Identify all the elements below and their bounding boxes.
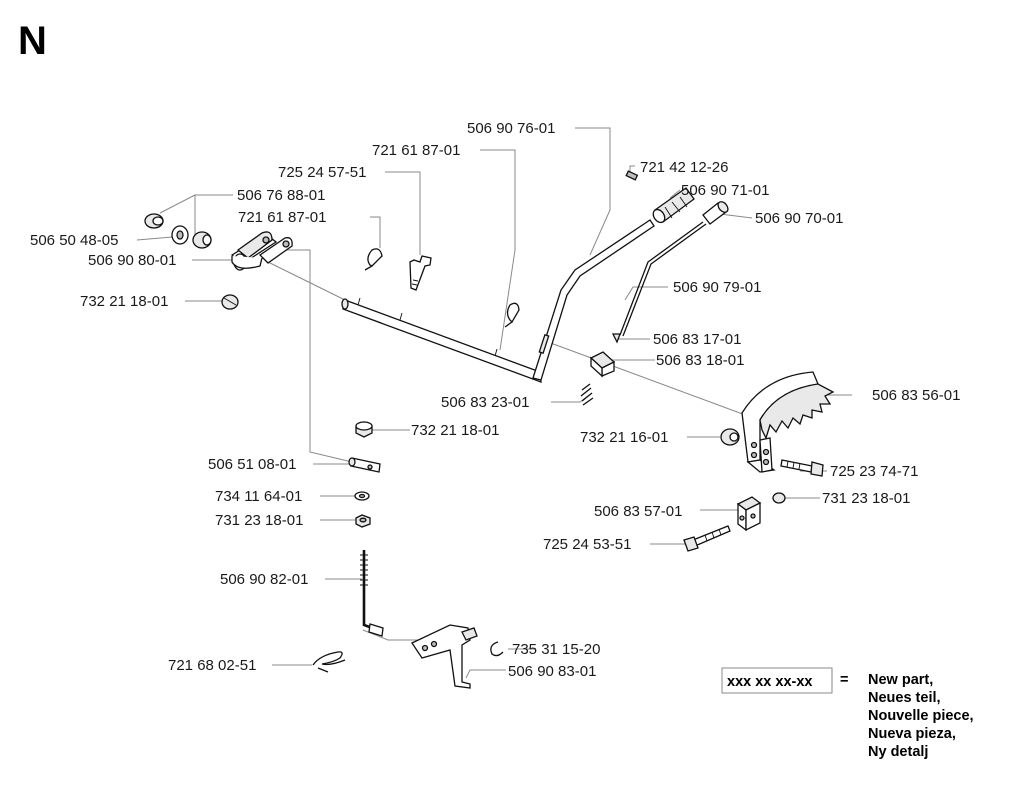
label-506-90-83-01: 506 90 83-01 [508, 663, 596, 680]
legend: xxx xx xx-xx = New part, Neues teil, Nou… [721, 667, 974, 760]
leader-lines [136, 127, 852, 679]
label-731-23-18-01-b: 731 23 18-01 [215, 512, 303, 529]
shift-rod [341, 297, 542, 383]
small-spring [580, 383, 594, 406]
legend-line-4: Nueva pieza, [868, 726, 956, 742]
label-506-50-48-05: 506 50 48-05 [30, 232, 118, 249]
clevis-pin [348, 457, 381, 473]
label-506-90-70-01: 506 90 70-01 [755, 210, 843, 227]
bolt-upper [409, 255, 432, 291]
lock-nut-left [221, 294, 239, 310]
bent-lever [532, 219, 655, 381]
legend-code: xxx xx xx-xx [727, 674, 812, 690]
spring-pin [625, 170, 639, 181]
label-506-90-79-01: 506 90 79-01 [673, 279, 761, 296]
label-721-68-02-51: 721 68 02-51 [168, 657, 256, 674]
legend-code-box [721, 667, 833, 694]
label-735-31-15-20: 735 31 15-20 [512, 641, 600, 658]
e-clip [490, 641, 504, 657]
bushing-set [144, 213, 212, 249]
threaded-rod [360, 550, 384, 637]
label-506-76-88-01: 506 76 88-01 [237, 187, 325, 204]
pivot-block [736, 496, 762, 532]
label-732-21-18-01-b: 732 21 18-01 [411, 422, 499, 439]
label-506-83-17-01: 506 83 17-01 [653, 331, 741, 348]
label-732-21-18-01-a: 732 21 18-01 [80, 293, 168, 310]
hairpin-clips [364, 248, 520, 328]
cable-coupler [589, 351, 616, 378]
label-725-24-53-51: 725 24 53-51 [543, 536, 631, 553]
label-725-23-74-71: 725 23 74-71 [830, 463, 918, 480]
washer [354, 491, 370, 501]
label-506-90-76-01: 506 90 76-01 [467, 120, 555, 137]
lock-nut-right [720, 428, 740, 446]
label-731-23-18-01-a: 731 23 18-01 [822, 490, 910, 507]
legend-line-1: New part, [868, 672, 933, 688]
label-506-90-71-01: 506 90 71-01 [681, 182, 769, 199]
label-506-83-23-01: 506 83 23-01 [441, 394, 529, 411]
part-labels: 506 90 76-01 721 61 87-01 725 24 57-51 7… [30, 120, 960, 680]
label-721-61-87-01-b: 721 61 87-01 [238, 209, 326, 226]
cable-cone [611, 333, 621, 344]
label-734-11-64-01: 734 11 64-01 [215, 488, 302, 505]
nut-stack-top [355, 421, 373, 438]
legend-equals: = [840, 672, 848, 688]
label-721-61-87-01-a: 721 61 87-01 [372, 142, 460, 159]
legend-line-3: Nouvelle piece, [868, 708, 974, 724]
legend-line-5: Ny detalj [868, 744, 928, 760]
nut-small-right [772, 492, 786, 504]
label-506-83-18-01: 506 83 18-01 [656, 352, 744, 369]
label-506-90-80-01: 506 90 80-01 [88, 252, 176, 269]
label-725-24-57-51: 725 24 57-51 [278, 164, 366, 181]
lever-grip [652, 187, 695, 224]
toothed-quadrant [741, 371, 835, 473]
lever-plate [411, 624, 478, 689]
section-letter: N [18, 19, 47, 63]
label-506-90-82-01: 506 90 82-01 [220, 571, 308, 588]
bolt-lower [683, 525, 731, 552]
clevis-bracket [230, 231, 293, 271]
part-drawings [144, 170, 835, 689]
cable-knob [702, 201, 729, 225]
bolt-quadrant [780, 459, 824, 477]
label-506-51-08-01: 506 51 08-01 [208, 456, 296, 473]
label-732-21-16-01: 732 21 16-01 [580, 429, 668, 446]
label-506-83-57-01: 506 83 57-01 [594, 503, 682, 520]
nut-middle [355, 514, 371, 528]
legend-line-2: Neues teil, [868, 690, 941, 706]
label-506-83-56-01: 506 83 56-01 [872, 387, 960, 404]
hairpin-lower [312, 651, 346, 673]
label-721-42-12-26: 721 42 12-26 [640, 159, 728, 176]
cable-upper [619, 221, 704, 336]
